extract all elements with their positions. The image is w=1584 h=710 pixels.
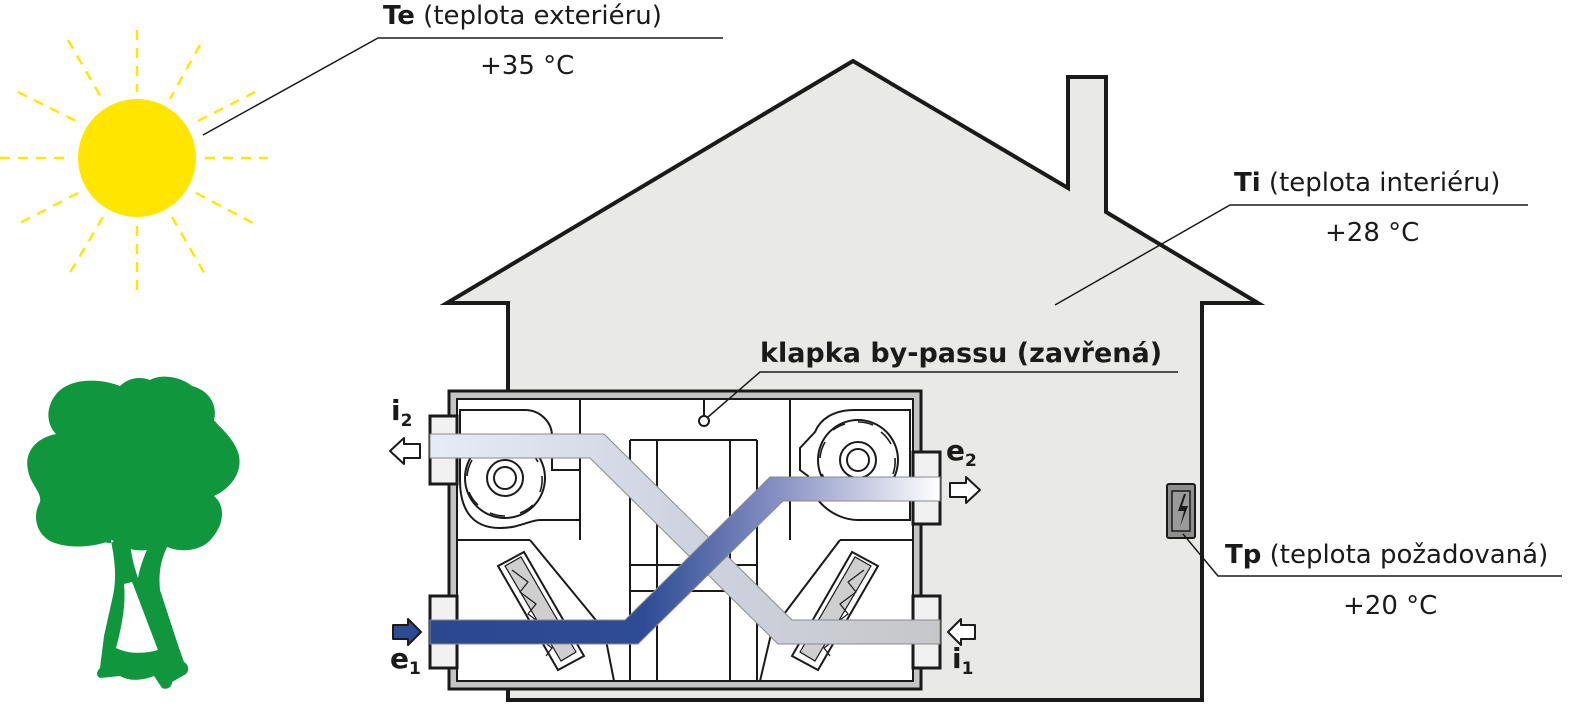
bypass-label: klapka by-passu (zavřená) — [760, 338, 1162, 369]
required-leader-line — [1182, 533, 1562, 577]
required-value: +20 °C — [1343, 591, 1437, 621]
thermostat-icon — [1166, 483, 1196, 539]
arrow-in-right-icon — [947, 618, 976, 646]
interior-leader-line — [1054, 204, 1528, 306]
required-label: Tp (teplota požadovaná) — [1225, 540, 1548, 570]
port-label-i2: i2 — [391, 394, 412, 431]
exhaust-air-flow — [429, 433, 941, 645]
port-label-e1: e1 — [390, 642, 421, 679]
exterior-leader-line — [202, 37, 723, 136]
exterior-label: Te (teplota exteriéru) — [383, 1, 662, 31]
arrow-out-left-icon — [389, 437, 421, 465]
bypass-leader-line — [707, 371, 1178, 418]
fresh-air-flow — [429, 476, 941, 645]
interior-value: +28 °C — [1325, 218, 1419, 248]
exterior-value: +35 °C — [480, 51, 574, 81]
sun-icon — [0, 30, 268, 296]
port-label-e2: e2 — [946, 434, 977, 471]
arrow-out-right-icon — [949, 476, 981, 504]
interior-label: Ti (teplota interiéru) — [1234, 168, 1500, 198]
arrow-in-left-icon — [392, 618, 422, 646]
tree-icon — [27, 376, 240, 689]
port-label-i1: i1 — [952, 642, 973, 679]
